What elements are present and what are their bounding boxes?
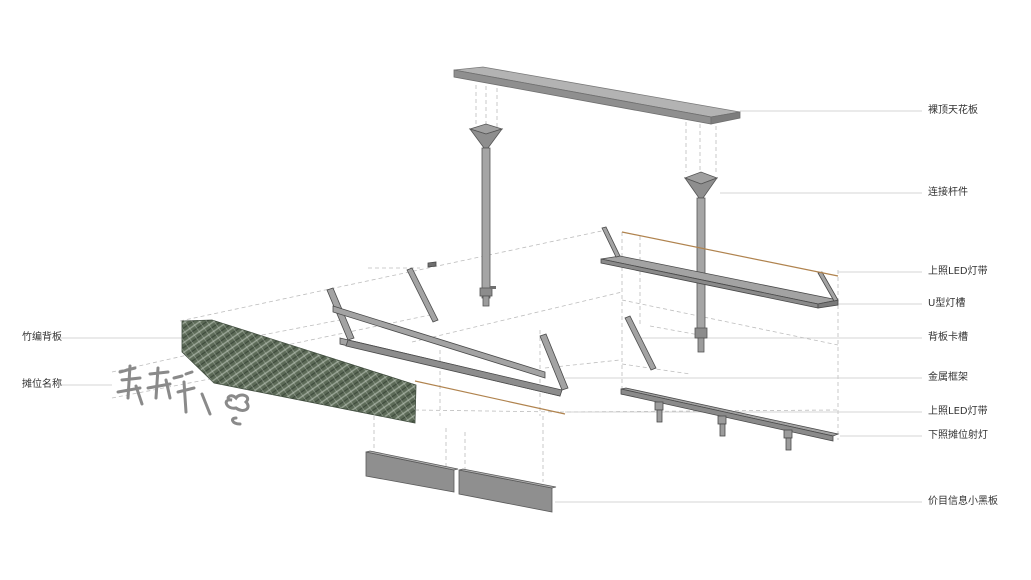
upper-bracket-right <box>601 226 839 302</box>
leader-lines <box>60 110 922 503</box>
label-led-lower: 上照LED灯带 <box>928 406 988 417</box>
connecting-rod-left <box>468 123 504 307</box>
label-u-trough: U型灯槽 <box>928 298 966 309</box>
label-ceiling: 裸顶天花板 <box>928 105 978 116</box>
label-backboard-slot: 背板卡槽 <box>928 332 968 343</box>
label-led-upper: 上照LED灯带 <box>928 266 988 277</box>
ceiling-panel <box>453 66 741 125</box>
stall-name-lettering <box>116 364 250 426</box>
metal-frame <box>326 287 569 397</box>
u-shaped-light-trough <box>600 255 839 309</box>
connecting-rod-right <box>683 171 719 353</box>
label-bamboo-backboard: 竹编背板 <box>22 332 62 343</box>
bamboo-backboard <box>181 319 417 424</box>
label-metal-frame: 金属框架 <box>928 372 968 383</box>
label-connecting-rod: 连接杆件 <box>928 187 968 198</box>
led-strip-upper <box>621 231 839 277</box>
backboard-clamp-right <box>624 315 657 371</box>
price-blackboards <box>365 450 557 513</box>
backboard-clamp-left <box>406 261 439 323</box>
label-stall-name: 摊位名称 <box>22 379 62 390</box>
led-strip-lower <box>414 380 566 415</box>
downlight-spotlight-bar <box>620 387 840 451</box>
label-blackboard: 价目信息小黑板 <box>928 496 998 507</box>
label-spotlight: 下照摊位射灯 <box>928 430 988 441</box>
